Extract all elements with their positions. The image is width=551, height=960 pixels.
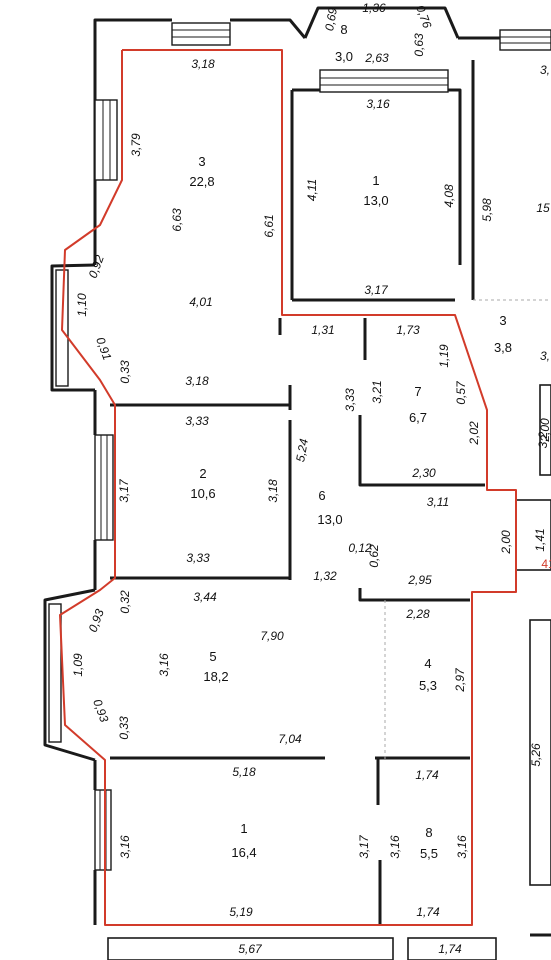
room-4-number: 4 <box>424 656 431 671</box>
room-8-top-area: 3,0 <box>335 49 353 64</box>
room-2-area: 10,6 <box>190 486 215 501</box>
dim-label: 1,10 <box>75 293 89 317</box>
room-8-top-number: 8 <box>340 22 347 37</box>
dim-label: 5,26 <box>529 743 543 767</box>
dim-label: 5,18 <box>232 765 256 779</box>
dim-label: 2,63 <box>364 51 389 65</box>
room-5-area: 18,2 <box>203 669 228 684</box>
dim-label: 2,95 <box>407 573 432 587</box>
dim-label: 3,33 <box>186 551 210 565</box>
room-6-number: 6 <box>318 488 325 503</box>
room-3-right-number: 3 <box>499 313 506 328</box>
dim-label: 1,74 <box>415 768 439 782</box>
dim-label: 0,63 <box>412 33 426 57</box>
room-8-bottom-area: 5,5 <box>420 846 438 861</box>
dim-label: 3,44 <box>193 590 217 604</box>
room-1-bottom-number: 1 <box>240 821 247 836</box>
dim-label: 3,21 <box>370 380 384 403</box>
dim-label: 7,04 <box>278 732 302 746</box>
dim-label: 1,31 <box>311 323 334 337</box>
dim-label: 3, <box>540 349 550 363</box>
dim-label: 5,98 <box>480 198 494 222</box>
dim-label: 0,62 <box>367 544 381 568</box>
dim-label: 0,33 <box>118 360 132 384</box>
room-1-top-area: 13,0 <box>363 193 388 208</box>
dim-label: 3,16 <box>388 835 402 859</box>
dim-label: 7,90 <box>260 629 284 643</box>
dim-label: 3,79 <box>129 133 143 157</box>
dim-label: 4,01 <box>189 295 212 309</box>
dim-label: 1,41 <box>533 528 547 551</box>
dim-label: 0,57 <box>454 380 468 405</box>
room-4-area: 5,3 <box>419 678 437 693</box>
dim-label: 1,73 <box>396 323 420 337</box>
room-8-bottom-number: 8 <box>425 825 432 840</box>
dim-label: 41 <box>541 557 551 571</box>
room-2-number: 2 <box>199 466 206 481</box>
dim-label: 5,19 <box>229 905 253 919</box>
dim-label: 0,92 <box>86 253 107 280</box>
dim-label: 5,67 <box>238 942 263 956</box>
dim-label: 3,17 <box>117 478 131 503</box>
dim-label: 3,16 <box>366 97 390 111</box>
dim-label: 1,32 <box>313 569 337 583</box>
windows <box>48 22 551 871</box>
room-1-top-number: 1 <box>372 173 379 188</box>
dim-label: 3,11 <box>427 495 449 509</box>
dim-label: 3,16 <box>118 835 132 859</box>
dim-label: 1,09 <box>71 653 85 677</box>
dimension-labels: 3,18 2,63 3,16 1,36 4,01 3,17 1,31 1,73 … <box>185 1 551 956</box>
dim-label: 3,17 <box>364 283 389 297</box>
dim-label: 3,33 <box>185 414 209 428</box>
dim-label: 15 <box>536 201 550 215</box>
dim-label: 3,17 <box>357 834 371 859</box>
room-7-area: 6,7 <box>409 410 427 425</box>
dim-label: 2,02 <box>467 421 481 446</box>
room-7-number: 7 <box>414 384 421 399</box>
dim-label: 0,91 <box>93 335 114 362</box>
room-5-number: 5 <box>209 649 216 664</box>
dim-label: 2,28 <box>405 607 430 621</box>
dim-label: 2,97 <box>453 667 467 693</box>
dim-label: 0,12 <box>348 541 372 555</box>
dim-label: 3,18 <box>185 374 209 388</box>
room-3-number: 3 <box>198 154 205 169</box>
dim-label: 3,33 <box>343 388 357 412</box>
dim-label: 3,18 <box>191 57 215 71</box>
dim-label: 2,30 <box>411 466 436 480</box>
dim-label: 1,74 <box>438 942 462 956</box>
dim-label: 4,08 <box>442 184 456 208</box>
dimension-labels-vertical: 3,79 6,63 6,61 4,11 4,08 5,98 0,69 0,76 … <box>71 3 551 858</box>
dim-label: 3,2 <box>536 431 550 448</box>
dim-label: 2,00 <box>499 530 513 555</box>
dim-label: 0,32 <box>118 590 132 614</box>
dim-label: 3,16 <box>455 835 469 859</box>
room-1-bottom-area: 16,4 <box>231 845 256 860</box>
dim-label: 4,11 <box>305 179 319 201</box>
dim-label: 3, <box>540 63 550 77</box>
dim-label: 1,19 <box>437 344 451 368</box>
dim-label: 1,74 <box>416 905 440 919</box>
dim-label: 3,16 <box>157 653 171 677</box>
dim-label: 6,61 <box>262 214 276 237</box>
dim-label: 2,00 <box>538 418 551 443</box>
room-3-right-area: 3,8 <box>494 340 512 355</box>
dim-label: 5,24 <box>293 437 311 463</box>
dim-label: 6,63 <box>170 208 184 232</box>
dim-label: 0,69 <box>322 6 340 32</box>
room-labels: 3 22,8 1 13,0 8 3,0 3 3,8 7 6,7 2 10,6 6… <box>189 22 512 861</box>
room-6-area: 13,0 <box>317 512 342 527</box>
room-3-area: 22,8 <box>189 174 214 189</box>
dim-label: 0,93 <box>86 607 107 634</box>
walls <box>43 6 551 960</box>
dim-label: 0,33 <box>117 716 131 740</box>
apartment-outline <box>59 49 517 926</box>
dim-label: 0,93 <box>90 697 111 724</box>
dim-label: 1,36 <box>362 1 386 15</box>
dim-label: 3,18 <box>266 479 280 503</box>
